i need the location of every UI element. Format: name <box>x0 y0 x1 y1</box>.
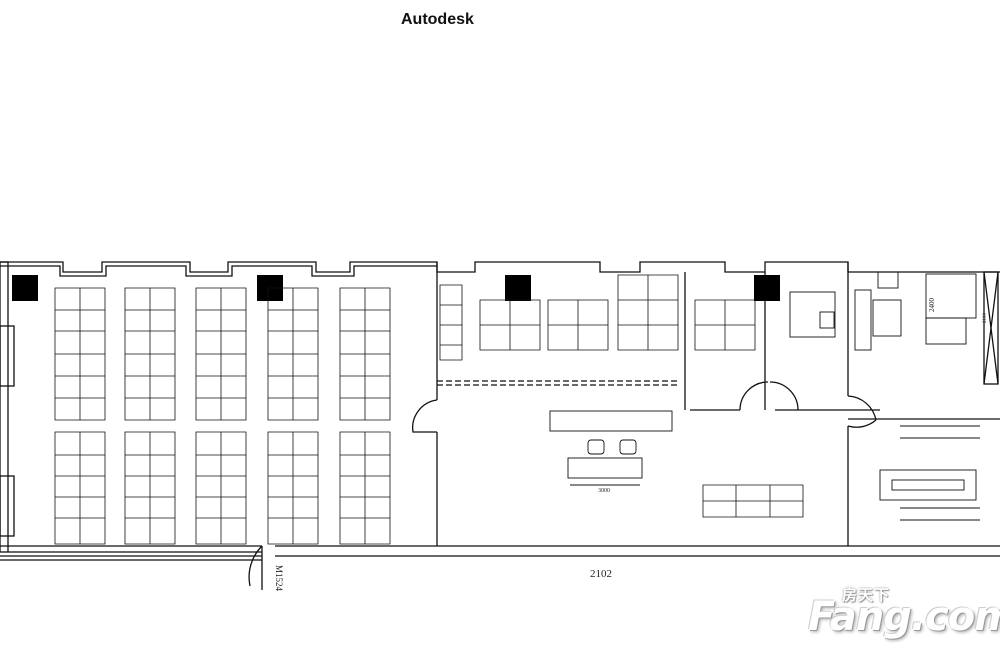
watermark-brand: Fang.com <box>808 594 1000 640</box>
workstation-clusters <box>54 274 804 545</box>
drawing-title: Autodesk <box>401 11 474 28</box>
door-label: M1524 <box>274 565 284 592</box>
desk-dimension: 2400 <box>928 298 936 313</box>
watermark-chinese: 房天下 <box>842 586 891 604</box>
corridor-dimension: 2102 <box>590 568 612 580</box>
conference-table <box>879 425 980 521</box>
dimension-labels: 2102 3000 M1524 2400 2100 <box>274 298 988 592</box>
doors <box>248 381 877 590</box>
table-dimension: 3000 <box>598 488 610 494</box>
interior-walls <box>436 262 1000 546</box>
reception-desk <box>549 410 673 486</box>
office-furniture <box>789 271 977 351</box>
wall-dimension: 2100 <box>983 313 988 324</box>
